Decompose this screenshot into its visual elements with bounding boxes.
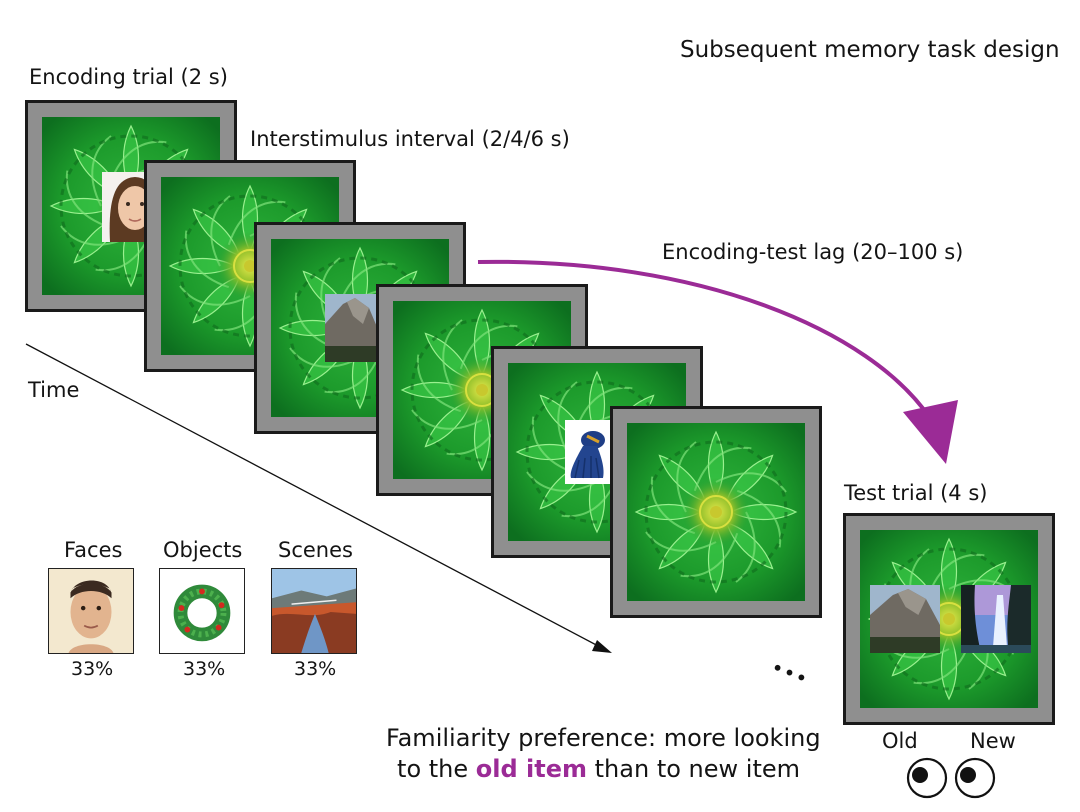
green-pattern-background xyxy=(627,423,805,601)
category-scenes-label: Scenes xyxy=(278,538,353,562)
scene-stimulus xyxy=(325,294,380,362)
time-arrowhead xyxy=(592,640,612,653)
old-item-image xyxy=(870,585,940,653)
category-objects-label: Objects xyxy=(163,538,243,562)
isi-label: Interstimulus interval (2/4/6 s) xyxy=(250,127,570,151)
time-label: Time xyxy=(28,378,80,402)
river-scene-photo-icon xyxy=(271,568,357,654)
eyes-icon xyxy=(906,757,996,799)
wreath-object-photo-icon xyxy=(159,568,245,654)
face-photo-icon xyxy=(48,568,134,654)
category-scenes-percent: 33% xyxy=(294,658,337,680)
category-objects-percent: 33% xyxy=(183,658,226,680)
test-trial-label: Test trial (4 s) xyxy=(844,481,988,505)
preference-caption: Familiarity preference: more looking to … xyxy=(386,723,821,785)
isi-frame-3 xyxy=(610,406,822,618)
figure-title: Subsequent memory task design xyxy=(680,37,1060,63)
lag-arrowhead xyxy=(903,400,958,464)
test-trial-frame xyxy=(843,513,1055,725)
category-faces-label: Faces xyxy=(64,538,123,562)
category-faces-percent: 33% xyxy=(71,658,114,680)
old-item-highlight: old item xyxy=(475,755,588,783)
old-label: Old xyxy=(882,729,918,753)
preference-line-1: Familiarity preference: more looking xyxy=(386,724,821,752)
encoding-trial-label: Encoding trial (2 s) xyxy=(29,65,228,89)
new-label: New xyxy=(970,729,1016,753)
object-stimulus xyxy=(565,420,615,484)
lag-label: Encoding-test lag (20–100 s) xyxy=(662,240,964,264)
ellipsis: ••• xyxy=(767,654,813,692)
preference-line-2: to the old item than to new item xyxy=(397,755,800,783)
new-item-image xyxy=(961,585,1031,653)
